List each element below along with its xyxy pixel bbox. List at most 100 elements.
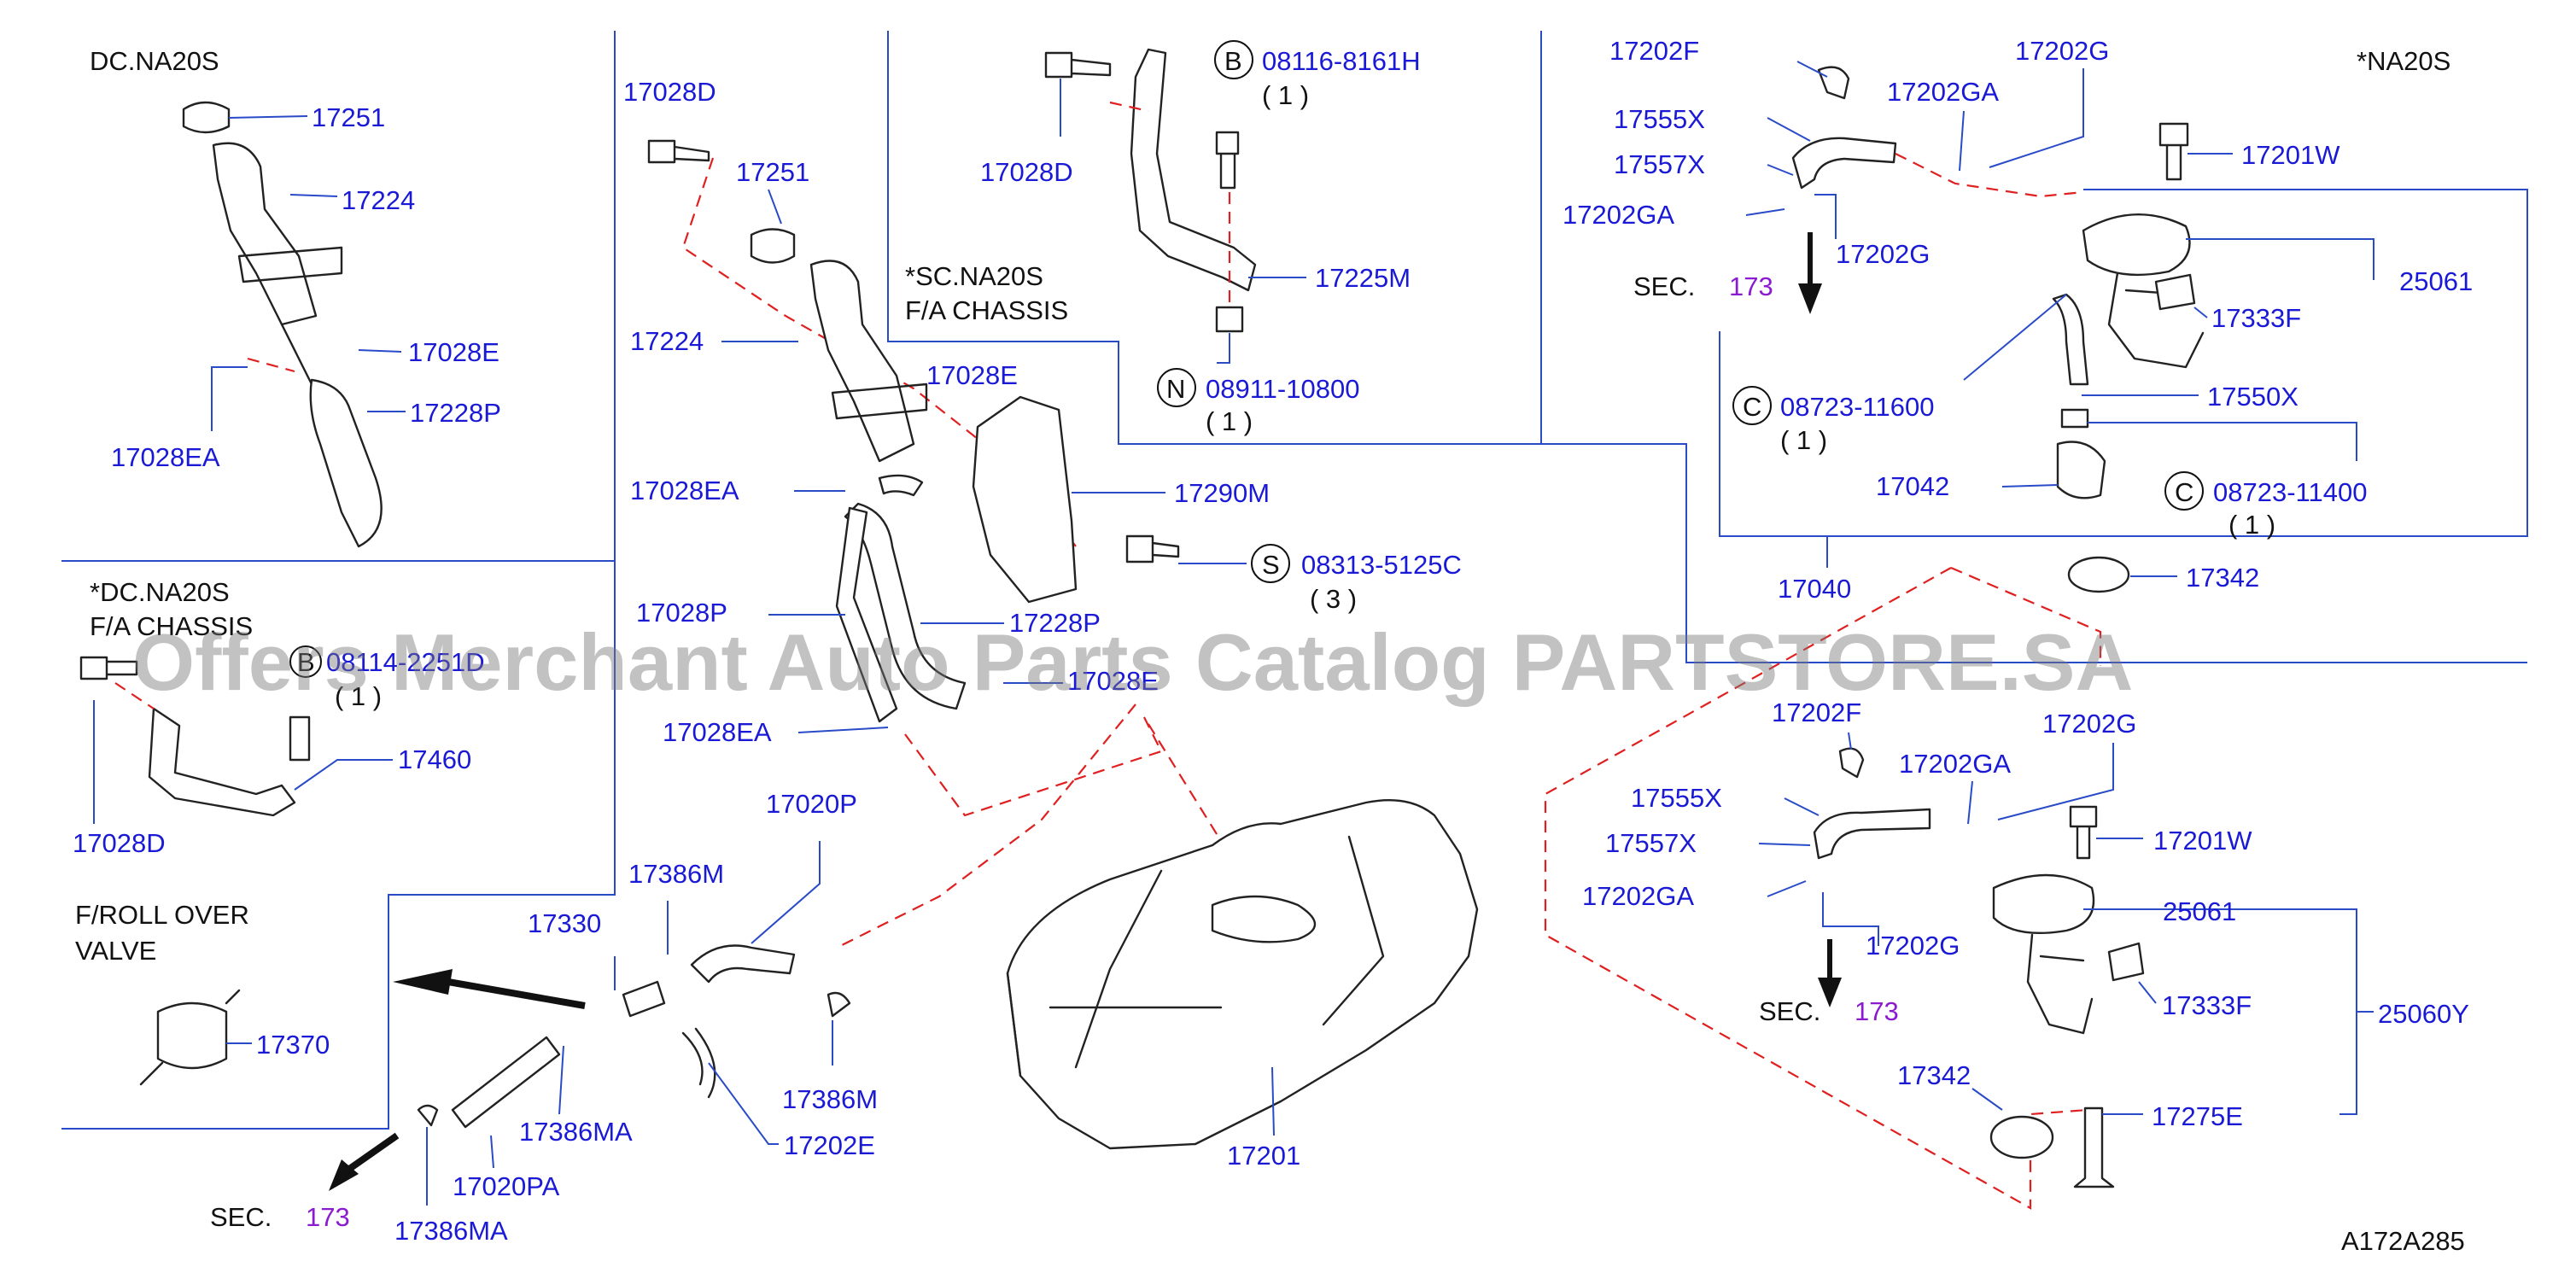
panel-title-rollover-2: VALVE bbox=[75, 936, 156, 966]
tube-17550X bbox=[2052, 293, 2089, 386]
part-number-17020PA: 17020PA bbox=[453, 1171, 560, 1201]
hose-17555X bbox=[1791, 137, 1897, 190]
hose-17202E bbox=[681, 1027, 716, 1099]
part-number-17202G-f: 17202G bbox=[2042, 709, 2136, 739]
clip-17202F-f bbox=[1838, 747, 1865, 779]
panel-title-sc-1: *SC.NA20S bbox=[905, 261, 1043, 291]
marker-b-small: B bbox=[297, 647, 315, 677]
qty-08723-11600: ( 1 ) bbox=[1780, 425, 1827, 455]
qty-08723-11400: ( 1 ) bbox=[2228, 510, 2275, 540]
part-number-17333F-f: 17333F bbox=[2162, 990, 2252, 1020]
panel-dc-na20s: DC.NA20S 17251 17224 17028E 17228P 17028… bbox=[90, 46, 501, 548]
bolt-part bbox=[79, 656, 138, 680]
qty-08911: ( 1 ) bbox=[1206, 406, 1253, 436]
part-number-17028D-b: 17028D bbox=[73, 828, 166, 858]
part-number-17202G-e2: 17202G bbox=[1836, 239, 1930, 269]
part-number-17201: 17201 bbox=[1227, 1141, 1300, 1171]
panel-na20s-upper: *NA20S 17202F 17202G 17202GA 17555X 1755… bbox=[1563, 36, 2473, 604]
part-number-17202G-f2: 17202G bbox=[1866, 931, 1960, 960]
gasket-17342-f bbox=[1989, 1115, 2054, 1159]
marker-s-circle bbox=[1251, 544, 1290, 583]
protector-17290M bbox=[972, 395, 1078, 604]
part-number-25060Y: 25060Y bbox=[2378, 999, 2469, 1029]
hose-17228P bbox=[844, 502, 967, 710]
part-number-17042: 17042 bbox=[1876, 471, 1949, 501]
part-number-17202F-e: 17202F bbox=[1609, 36, 1699, 66]
clamp-17386MA bbox=[417, 1104, 439, 1127]
panel-title-dc-chassis-2: F/A CHASSIS bbox=[90, 611, 253, 641]
valve-17330 bbox=[622, 980, 666, 1018]
part-number-17555X-f: 17555X bbox=[1631, 783, 1722, 813]
part-number-17555X-e: 17555X bbox=[1614, 104, 1705, 134]
rollover-valve-part bbox=[156, 1001, 228, 1070]
bolt-part-2 bbox=[289, 715, 311, 762]
marker-c-2: C bbox=[2175, 477, 2193, 507]
part-number-17370: 17370 bbox=[256, 1030, 330, 1060]
part-number-17028E: 17028E bbox=[408, 337, 499, 367]
part-number-17028D-c: 17028D bbox=[623, 77, 716, 107]
bolt-08116 bbox=[1215, 131, 1240, 190]
part-number-17550X: 17550X bbox=[2207, 382, 2299, 412]
part-number-17028EA-c: 17028EA bbox=[630, 476, 739, 505]
part-number-25061-e: 25061 bbox=[2399, 266, 2473, 296]
part-number-17557X-f: 17557X bbox=[1605, 828, 1697, 858]
part-number-17386MA-a: 17386MA bbox=[519, 1117, 633, 1147]
part-number-17342-f: 17342 bbox=[1897, 1060, 1971, 1090]
part-number-17251: 17251 bbox=[312, 102, 385, 132]
part-number-17040: 17040 bbox=[1778, 574, 1851, 604]
part-number-17224-c: 17224 bbox=[630, 326, 704, 356]
part-number-17202G-e: 17202G bbox=[2015, 36, 2109, 66]
part-number-17330: 17330 bbox=[528, 908, 601, 938]
hose-part bbox=[309, 378, 383, 548]
part-number-17028P: 17028P bbox=[636, 598, 727, 628]
marker-s: S bbox=[1262, 550, 1280, 580]
part-number-17028E-c: 17028E bbox=[926, 360, 1018, 390]
fuel-tank-17201 bbox=[1006, 798, 1479, 1150]
part-number-17460: 17460 bbox=[398, 744, 471, 774]
bolt-17028D-d bbox=[1044, 51, 1112, 79]
marker-n-circle bbox=[1157, 368, 1196, 407]
diagram-code: A172A285 bbox=[2341, 1226, 2465, 1256]
panel-dc-na20s-chassis: *DC.NA20S F/A CHASSIS B 08114-2251D ( 1 … bbox=[73, 577, 485, 858]
bracket-17333F-f bbox=[2107, 942, 2145, 982]
part-number-17342-e: 17342 bbox=[2186, 563, 2259, 593]
arrow-to-rollover bbox=[393, 969, 453, 995]
panel-borders bbox=[61, 31, 2528, 1130]
qty-08313: ( 3 ) bbox=[1310, 584, 1357, 614]
part-number-17020P: 17020P bbox=[766, 789, 857, 819]
panel-roll-over-valve: F/ROLL OVER VALVE 17370 bbox=[75, 900, 586, 1086]
part-number-08911-10800: 08911-10800 bbox=[1206, 374, 1359, 404]
filler-neck-c bbox=[809, 260, 915, 463]
watermark-text: Offers Merchant Auto Parts Catalog PARTS… bbox=[132, 617, 2133, 707]
sec-label-lower: SEC. bbox=[1759, 996, 1820, 1026]
bolt-08313 bbox=[1125, 534, 1180, 563]
clip-17202F bbox=[1817, 66, 1850, 100]
part-number-17202F-f: 17202F bbox=[1772, 698, 1861, 727]
hose-17020PA bbox=[451, 1036, 561, 1129]
center-tank-assembly: 17028D 17251 *SC.NA20S F/A CHASSIS 17224… bbox=[210, 77, 1479, 1246]
part-number-17202GA-e: 17202GA bbox=[1887, 77, 1999, 107]
panel-bracket-17225M: 17028D B 08116-8161H ( 1 ) N 08911-10800… bbox=[980, 40, 1421, 436]
sec-label-left: SEC. bbox=[210, 1202, 272, 1232]
part-number-17202GA-f2: 17202GA bbox=[1582, 881, 1694, 911]
part-number-17202E: 17202E bbox=[784, 1130, 875, 1160]
part-number-17386M-b: 17386M bbox=[782, 1084, 878, 1114]
arrow-sec-173-lower bbox=[1818, 978, 1842, 1007]
part-number-17201W-e: 17201W bbox=[2241, 140, 2340, 170]
sender-unit-25061 bbox=[2082, 213, 2191, 277]
marker-b-circle bbox=[289, 645, 322, 678]
part-number-17224: 17224 bbox=[342, 185, 415, 215]
filler-neck-part bbox=[212, 142, 318, 326]
arrow-sec-173-upper bbox=[1798, 283, 1822, 314]
sec-number-left: 173 bbox=[306, 1202, 350, 1232]
part-number-17386MA-b: 17386MA bbox=[394, 1216, 508, 1246]
marker-c-circle-1 bbox=[1732, 386, 1772, 425]
panel-title-na20s: *NA20S bbox=[2357, 46, 2450, 76]
gasket-17342-e bbox=[2067, 556, 2130, 593]
bolt-17201W bbox=[2158, 122, 2189, 181]
part-number-17028D-d: 17028D bbox=[980, 157, 1073, 187]
part-number-17275E: 17275E bbox=[2152, 1101, 2243, 1131]
sender-unit-25061-f bbox=[1992, 873, 2095, 935]
bracket-17225M bbox=[1130, 48, 1257, 292]
part-number-08313-5125C: 08313-5125C bbox=[1301, 550, 1462, 580]
